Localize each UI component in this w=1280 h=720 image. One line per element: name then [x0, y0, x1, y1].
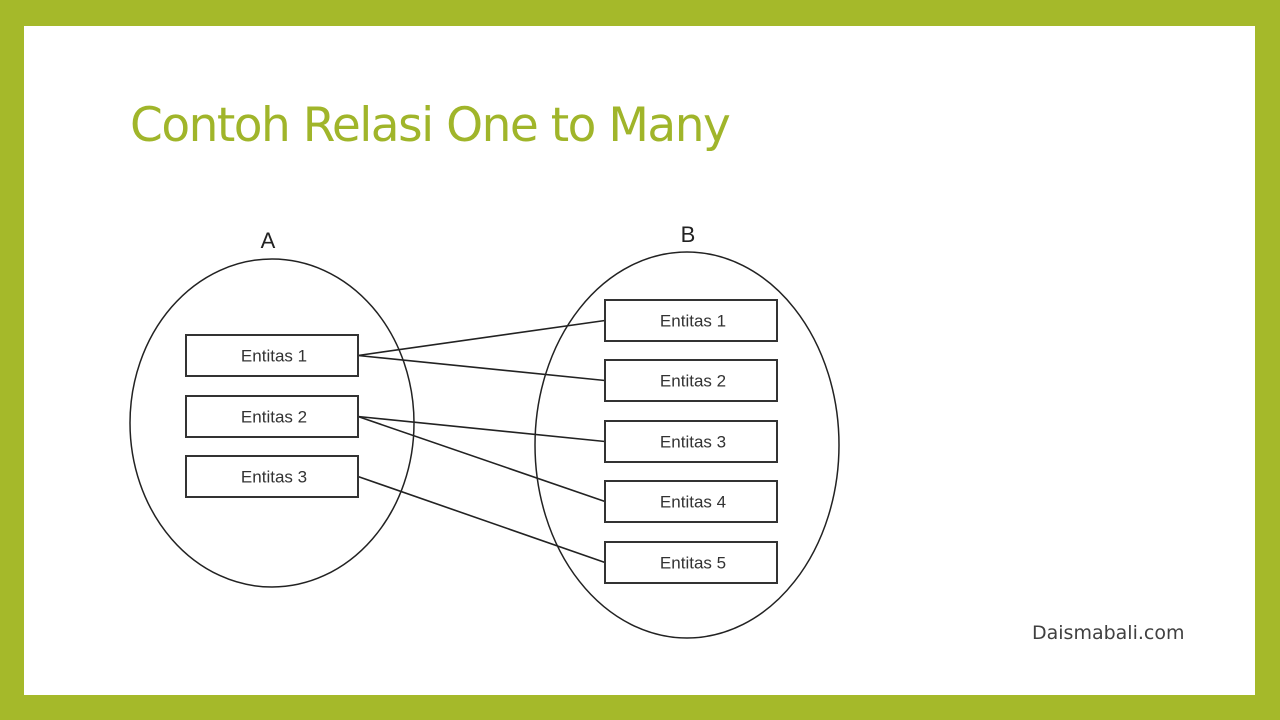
set-b-entity-2: Entitas 2 — [604, 359, 778, 402]
entity-box — [185, 334, 359, 377]
relation-lines — [357, 319, 606, 564]
set-a-entity-1: Entitas 1 — [185, 334, 359, 377]
set-b-entity-4: Entitas 4 — [604, 480, 778, 523]
set-b-label: B — [681, 222, 696, 247]
entity-box — [604, 420, 778, 463]
set-a-entity-2: Entitas 2 — [185, 395, 359, 438]
slide-title: Contoh Relasi One to Many — [130, 98, 731, 153]
entity-box — [604, 359, 778, 402]
set-b-entity-3: Entitas 3 — [604, 420, 778, 463]
entity-label: Entitas 1 — [660, 312, 726, 331]
entity-label: Entitas 1 — [241, 347, 307, 366]
entity-box — [604, 480, 778, 523]
relation-line-3 — [357, 415, 606, 443]
set-a-entities: Entitas 1 Entitas 2 Entitas 3 — [185, 334, 359, 498]
entity-box — [604, 541, 778, 584]
entity-label: Entitas 4 — [660, 493, 726, 512]
entity-label: Entitas 2 — [660, 372, 726, 391]
entity-box — [185, 455, 359, 498]
relation-line-5 — [357, 475, 606, 564]
footer-source: Daismabali.com — [1032, 622, 1185, 644]
entity-box — [185, 395, 359, 438]
set-b-entity-5: Entitas 5 — [604, 541, 778, 584]
set-a-ellipse — [129, 258, 415, 588]
set-a-label: A — [261, 228, 276, 253]
set-b-entities: Entitas 1 Entitas 2 Entitas 3 Entitas 4 Enti… — [604, 299, 778, 584]
relation-line-2 — [357, 354, 606, 382]
set-a-entity-3: Entitas 3 — [185, 455, 359, 498]
entity-label: Entitas 2 — [241, 408, 307, 427]
relation-line-4 — [357, 415, 606, 503]
entity-box — [604, 299, 778, 342]
entity-label: Entitas 3 — [660, 433, 726, 452]
entity-label: Entitas 5 — [660, 554, 726, 573]
entity-label: Entitas 3 — [241, 468, 307, 487]
set-b-entity-1: Entitas 1 — [604, 299, 778, 342]
set-b-ellipse — [534, 251, 840, 639]
